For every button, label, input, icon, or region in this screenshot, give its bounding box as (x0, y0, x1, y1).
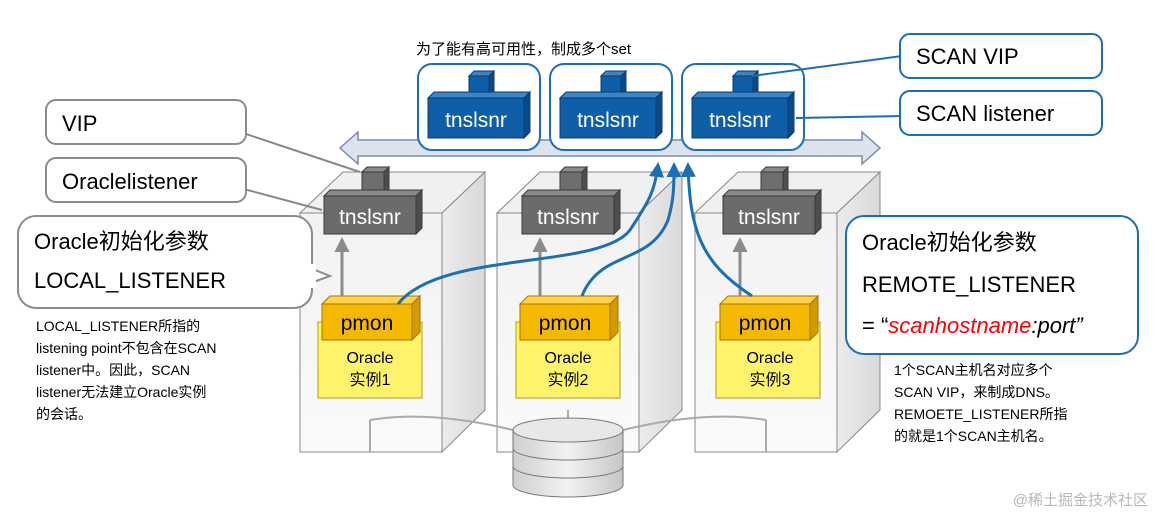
vip-label: VIP (62, 111, 97, 136)
register-curve-3 (680, 162, 753, 298)
oracle-instance-1: pmon Oracle 实例1 (317, 294, 423, 399)
instance-line1: Oracle (746, 350, 793, 367)
instance-line2: 实例2 (548, 371, 589, 389)
right-note: 1个SCAN主机名对应多个 SCAN VIP，来制成DNS。 REMOETE_L… (894, 362, 1067, 444)
pmon-label: pmon (539, 312, 592, 335)
vip-callout: VIP (45, 99, 361, 173)
left-note-line: listener中。因此，SCAN (36, 362, 190, 378)
top-caption: 为了能有高可用性，制成多个set (416, 41, 632, 58)
right-note-line: 1个SCAN主机名对应多个 (894, 362, 1053, 378)
node-listener-2: tnslsnr (520, 165, 622, 236)
scan-listener-label: tnslsnr (577, 109, 639, 132)
local-box-line1: Oracle初始化参数 (34, 229, 209, 254)
remote-scanhostname: scanhostname (888, 313, 1031, 338)
local-box-line2: LOCAL_LISTENER (34, 268, 226, 293)
register-curve-2 (580, 162, 682, 297)
register-curve-1 (396, 162, 665, 305)
oracle-listener-label: Oraclelistener (62, 169, 198, 194)
remote-listener-callout: Oracle初始化参数 REMOTE_LISTENER = “scanhostn… (845, 215, 1139, 355)
scan-listener-label: tnslsnr (709, 109, 771, 132)
right-note-line: SCAN VIP，来制成DNS。 (894, 384, 1059, 400)
remote-box-line1: Oracle初始化参数 (862, 230, 1037, 255)
scan-listener-1: tnslsnr (417, 63, 541, 151)
left-note-line: 的会话。 (36, 406, 92, 422)
right-note-line: 的就是1个SCAN主机名。 (894, 428, 1053, 444)
local-listener-callout: Oracle初始化参数 LOCAL_LISTENER (17, 215, 333, 309)
oracle-listener-callout: Oraclelistener (45, 157, 323, 211)
pmon-label: pmon (341, 312, 394, 335)
left-note-line: LOCAL_LISTENER所指的 (36, 318, 200, 334)
remote-suffix: :port” (1031, 313, 1084, 338)
remote-box-line2: REMOTE_LISTENER (862, 272, 1076, 297)
watermark: @稀土掘金技术社区 (1013, 492, 1148, 509)
pmon-label: pmon (739, 312, 792, 335)
scan-vip-label: SCAN VIP (916, 44, 1019, 69)
scan-vip-callout: SCAN VIP (751, 33, 1103, 79)
instance-line2: 实例1 (350, 371, 391, 389)
scan-listener-callout-label: SCAN listener (916, 101, 1054, 126)
oracle-instance-3: pmon Oracle 实例3 (715, 294, 821, 399)
node-listener-label: tnslsnr (339, 206, 401, 229)
left-note: LOCAL_LISTENER所指的 listening point不包含在SCA… (36, 318, 217, 422)
remote-box-line3: = “scanhostname:port” (862, 313, 1084, 338)
left-note-line: listening point不包含在SCAN (36, 340, 217, 356)
scan-listener-2: tnslsnr (549, 63, 673, 151)
scan-listener-3: tnslsnr (681, 63, 805, 151)
instance-line2: 实例3 (750, 371, 791, 389)
right-note-line: REMOETE_LISTENER所指 (894, 406, 1067, 422)
node-listener-1: tnslsnr (322, 165, 424, 236)
remote-prefix: = “ (862, 313, 888, 338)
node-listener-label: tnslsnr (738, 206, 800, 229)
oracle-instance-2: pmon Oracle 实例2 (515, 294, 621, 399)
scan-listener-label: tnslsnr (445, 109, 507, 132)
instance-line1: Oracle (544, 350, 591, 367)
node-listener-label: tnslsnr (537, 206, 599, 229)
scan-listener-callout: SCAN listener (795, 90, 1103, 136)
node-listener-3: tnslsnr (721, 165, 823, 236)
instance-line1: Oracle (346, 350, 393, 367)
shared-disk-icon (369, 410, 767, 498)
left-note-line: listener无法建立Oracle实例 (36, 384, 206, 400)
